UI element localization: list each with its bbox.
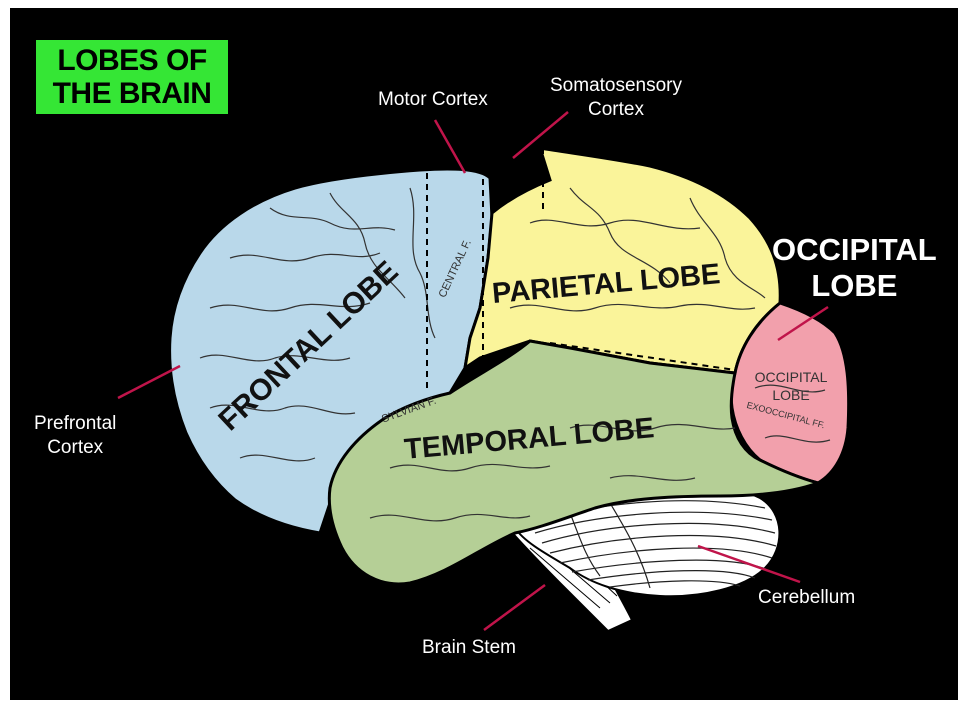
prefrontal-line-2: Cortex xyxy=(34,436,116,460)
occipital-callout-line-2: LOBE xyxy=(772,268,937,304)
diagram-canvas: LOBES OF THE BRAIN xyxy=(10,8,958,700)
occipital-lobe-callout: OCCIPITAL LOBE xyxy=(772,232,937,304)
somatosensory-cortex-label: Somatosensory Cortex xyxy=(550,74,682,122)
leader-motor-cortex xyxy=(435,120,465,173)
prefrontal-cortex-label: Prefrontal Cortex xyxy=(34,412,116,460)
leader-brain-stem xyxy=(484,585,545,630)
occipital-inner-line-2: LOBE xyxy=(772,387,809,403)
brain-stem-label: Brain Stem xyxy=(422,636,516,660)
parietal-lobe-shape xyxy=(465,148,780,373)
occipital-inner-line-1: OCCIPITAL xyxy=(755,369,828,385)
somatosensory-line-1: Somatosensory xyxy=(550,74,682,98)
cerebellum-label: Cerebellum xyxy=(758,586,855,610)
somatosensory-line-2: Cortex xyxy=(550,98,682,122)
motor-cortex-label: Motor Cortex xyxy=(378,88,488,112)
occipital-callout-line-1: OCCIPITAL xyxy=(772,232,937,268)
prefrontal-line-1: Prefrontal xyxy=(34,412,116,436)
